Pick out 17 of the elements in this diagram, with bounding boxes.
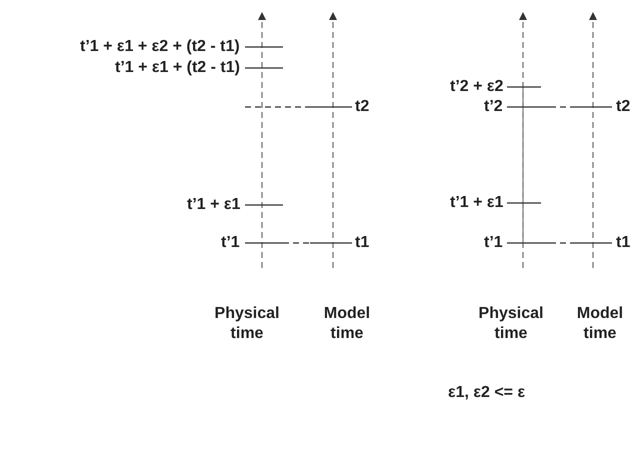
- time-label: t’2 + ε2: [450, 78, 504, 96]
- time-label: t’1 + ε1: [450, 194, 504, 212]
- time-label: t’1 + ε1: [187, 196, 240, 214]
- time-label: t’2: [484, 98, 503, 116]
- constraint-note: ε1, ε2 <= ε: [448, 384, 526, 402]
- time-label: t2: [355, 98, 370, 116]
- axis-title: Physical time: [214, 304, 280, 344]
- time-label: t’1 + ε1 + ε2 + (t2 - t1): [80, 38, 240, 56]
- time-label: t2: [616, 98, 630, 116]
- axis-title: Model time: [576, 304, 624, 344]
- time-label: t1: [616, 234, 630, 252]
- time-label: t1: [355, 234, 370, 252]
- time-label: t’1 + ε1 + (t2 - t1): [115, 59, 240, 77]
- axis-title: Model time: [322, 304, 372, 344]
- axis-title: Physical time: [478, 304, 544, 344]
- time-label: t’1: [484, 234, 503, 252]
- time-label: t’1: [221, 234, 240, 252]
